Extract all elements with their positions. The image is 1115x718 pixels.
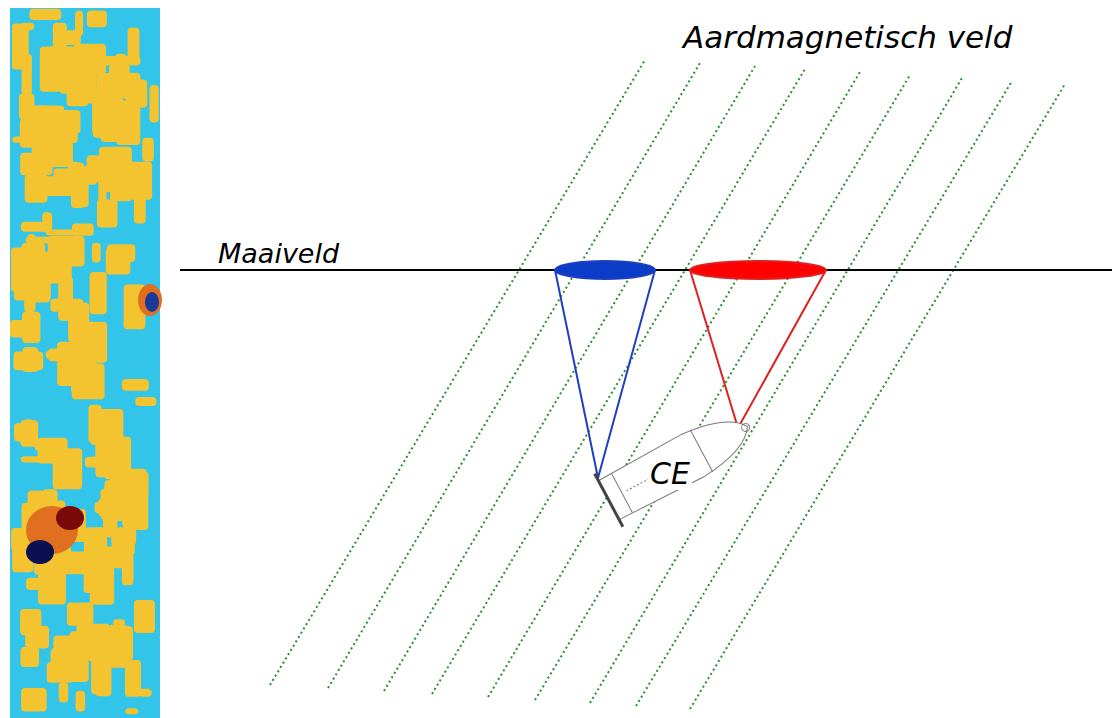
blue-anomaly [555, 261, 655, 478]
bomb-outline [595, 399, 764, 527]
ground-label: Maaiveld [218, 240, 339, 267]
magnetometer-map [10, 8, 162, 718]
red-anomaly [690, 261, 826, 428]
object-label: CE [648, 458, 692, 490]
field-lines [270, 60, 1065, 709]
field-label: Aardmagnetisch veld [683, 22, 1012, 53]
